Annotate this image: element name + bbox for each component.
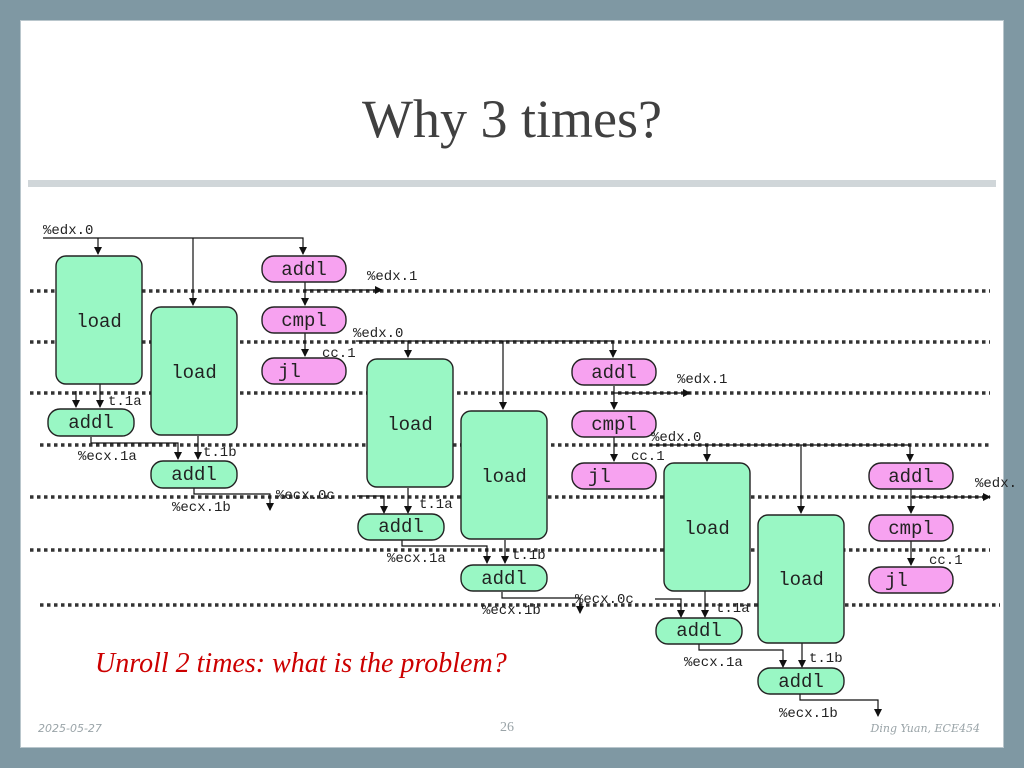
addl-edx-box-3	[868, 462, 954, 490]
addl-ecx-box-1a	[47, 408, 135, 437]
addl-edx-label-3: addl	[888, 466, 934, 488]
load-label-3b: load	[778, 569, 824, 591]
iteration-1: load load addl cmpl jl addl addl %edx.0 …	[43, 223, 417, 516]
reg-t1b-3: t.1b	[809, 651, 843, 667]
jl-box-2	[571, 462, 657, 490]
load-box-3a	[663, 462, 751, 592]
addl-ecx-label-1b: addl	[171, 464, 217, 486]
reg-t1b-2: t.1b	[512, 548, 546, 564]
jl-box-1	[261, 357, 347, 385]
reg-t1a-3: t.1a	[716, 601, 750, 617]
cmpl-label-1: cmpl	[281, 310, 327, 332]
addl-ecx-label-2a: addl	[378, 516, 424, 538]
reg-cc1-3: cc.1	[929, 553, 963, 569]
reg-cc1-1: cc.1	[322, 346, 356, 362]
footer-page-number: 26	[500, 720, 514, 735]
footer-date: 2025-05-27	[38, 722, 102, 735]
reg-ecx1b-3: %ecx.1b	[779, 706, 838, 722]
reg-ecx0c-3: %ecx.0c	[575, 592, 634, 608]
cmpl-label-3: cmpl	[888, 518, 934, 540]
addl-ecx-box-1b	[150, 460, 238, 489]
addl-edx-label-1: addl	[281, 259, 327, 281]
load-label-1b: load	[171, 362, 217, 384]
title-divider	[28, 180, 996, 187]
cmpl-box-2	[571, 410, 657, 438]
jl-label-1: jl	[278, 361, 301, 383]
jl-label-2: jl	[588, 466, 611, 488]
reg-edx-cut-3: %edx.	[975, 476, 1017, 492]
reg-edx0-1: %edx.0	[43, 223, 93, 239]
load-box-3b	[757, 514, 845, 644]
addl-ecx-box-2b	[460, 564, 548, 592]
load-label-2b: load	[481, 466, 527, 488]
reg-ecx1b-1: %ecx.1b	[172, 500, 231, 516]
reg-ecx1a-3: %ecx.1a	[684, 655, 743, 671]
load-label-2a: load	[387, 414, 433, 436]
cmpl-label-2: cmpl	[591, 414, 637, 436]
addl-ecx-label-3b: addl	[778, 671, 824, 693]
addl-ecx-box-3b	[757, 667, 845, 695]
cmpl-box-3	[868, 514, 954, 542]
reg-cc1-2: cc.1	[631, 449, 665, 465]
load-label-1a: load	[76, 311, 122, 333]
load-label-3a: load	[684, 518, 730, 540]
addl-ecx-label-3a: addl	[676, 620, 722, 642]
reg-t1b-1: t.1b	[203, 445, 237, 461]
reg-edx1-1: %edx.1	[367, 269, 417, 285]
addl-edx-label-2: addl	[591, 362, 637, 384]
iteration-3: load load addl cmpl jl addl addl %edx.0 …	[575, 430, 1017, 722]
problem-question: Unroll 2 times: what is the problem?	[95, 648, 507, 679]
addl-ecx-box-3a	[655, 617, 743, 645]
addl-ecx-label-2b: addl	[481, 568, 527, 590]
addl-edx-box-1	[261, 255, 347, 283]
load-box-2b	[460, 410, 548, 540]
reg-edx0-2: %edx.0	[353, 326, 403, 342]
reg-ecx1b-2: %ecx.1b	[482, 603, 541, 619]
iteration-2: load load addl cmpl jl addl addl %edx.0 …	[276, 326, 727, 619]
footer-author: Ding Yuan, ECE454	[870, 722, 980, 735]
reg-edx1-2: %edx.1	[677, 372, 727, 388]
jl-box-3	[868, 566, 954, 594]
addl-edx-box-2	[571, 358, 657, 386]
reg-edx0-3: %edx.0	[651, 430, 701, 446]
addl-ecx-box-2a	[357, 513, 445, 541]
reg-ecx1a-1: %ecx.1a	[78, 449, 137, 465]
load-box-2a	[366, 358, 454, 488]
load-box-1b	[150, 306, 238, 436]
reg-ecx0c-2: %ecx.0c	[276, 488, 335, 504]
load-box-1a	[55, 255, 143, 385]
reg-ecx1a-2: %ecx.1a	[387, 551, 446, 567]
addl-ecx-label-1a: addl	[68, 412, 114, 434]
cmpl-box-1	[261, 306, 347, 334]
jl-label-3: jl	[885, 570, 908, 592]
reg-t1a-2: t.1a	[419, 497, 453, 513]
reg-t1a-1: t.1a	[108, 394, 142, 410]
slide-title: Why 3 times?	[362, 89, 662, 149]
